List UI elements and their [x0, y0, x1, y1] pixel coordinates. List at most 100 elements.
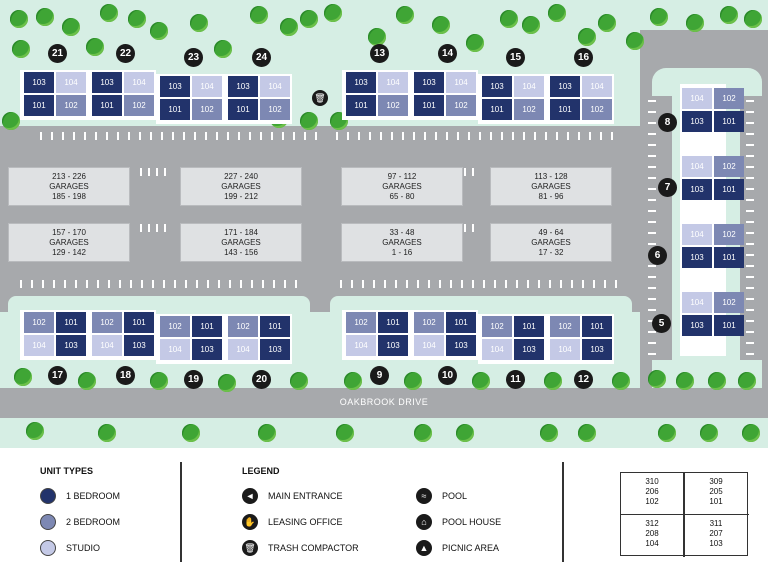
unit-9-103: 103 [378, 335, 408, 356]
unit-18-103: 103 [124, 335, 154, 356]
unit-types-title: UNIT TYPES [40, 466, 94, 476]
parking-stall-line [172, 132, 174, 140]
parking-stall-line [194, 132, 196, 140]
parking-stall-line [600, 132, 602, 140]
unit-16-101: 101 [550, 99, 580, 120]
legend-row: ◄ MAIN ENTRANCE [242, 488, 343, 504]
parking-stall-line [472, 168, 474, 176]
parking-stall-line [746, 309, 754, 311]
unit-type-label: 2 BEDROOM [66, 517, 121, 527]
tree-icon [686, 14, 704, 32]
parking-stall-line [51, 132, 53, 140]
parking-stall-line [648, 276, 656, 278]
unit-22-103: 103 [92, 72, 122, 93]
parking-stall-line [395, 280, 397, 288]
unit-22-102: 102 [124, 95, 154, 116]
legend-label: PICNIC AREA [442, 543, 500, 553]
building-number-7: 7 [658, 178, 677, 197]
parking-stall-line [424, 132, 426, 140]
unit-9-102: 102 [346, 312, 376, 333]
parking-stall-line [205, 132, 207, 140]
building-number-10: 10 [438, 366, 457, 385]
parking-stall-line [240, 280, 242, 288]
parking-stall-line [611, 132, 613, 140]
parking-stall-line [139, 132, 141, 140]
parking-stall-line [457, 132, 459, 140]
parking-stall-line [648, 155, 656, 157]
tree-icon [598, 14, 616, 32]
unit-13-104: 104 [378, 72, 408, 93]
tree-icon [522, 16, 540, 34]
unit-13-101: 101 [346, 95, 376, 116]
tree-icon [540, 424, 558, 442]
unit-23-103: 103 [160, 76, 190, 97]
parking-stall-line [406, 280, 408, 288]
parking-stall-line [84, 132, 86, 140]
trash-icon: 🗑 [242, 540, 258, 556]
parking-stall-line [64, 280, 66, 288]
parking-stall-line [648, 144, 656, 146]
parking-stall-line [117, 132, 119, 140]
tree-icon [300, 112, 318, 130]
parking-stall-line [648, 232, 656, 234]
house-icon: ⌂ [416, 514, 432, 530]
building-number-23: 23 [184, 48, 203, 67]
parking-stall-line [148, 168, 150, 176]
parking-stall-line [648, 188, 656, 190]
unit-14-102: 102 [446, 95, 476, 116]
unit-type-label: STUDIO [66, 543, 101, 553]
tree-icon [280, 18, 298, 36]
building-number-14: 14 [438, 44, 457, 63]
unit-20-101: 101 [260, 316, 290, 337]
unit-13-102: 102 [378, 95, 408, 116]
tree-icon [368, 28, 386, 46]
legend-label: POOL HOUSE [442, 517, 502, 527]
building-number-21: 21 [48, 44, 67, 63]
legend-label: POOL [442, 491, 468, 501]
tree-icon [578, 424, 596, 442]
building-number-22: 22 [116, 44, 135, 63]
parking-stall-line [152, 280, 154, 288]
parking-stall-line [53, 280, 55, 288]
unit-type-row: 1 BEDROOM [40, 488, 120, 504]
parking-stall-line [273, 280, 275, 288]
unit-17-101: 101 [56, 312, 86, 333]
parking-stall-line [746, 243, 754, 245]
building-number-12: 12 [574, 370, 593, 389]
parking-stall-line [648, 265, 656, 267]
unit-10-101: 101 [446, 312, 476, 333]
parking-stall-line [227, 132, 229, 140]
unit-24-102: 102 [260, 99, 290, 120]
tree-icon [658, 424, 676, 442]
parking-stall-line [523, 132, 525, 140]
unit-type-row: 2 BEDROOM [40, 514, 120, 530]
unit-17-102: 102 [24, 312, 54, 333]
parking-stall-line [746, 287, 754, 289]
parking-stall-line [567, 132, 569, 140]
unit-24-101: 101 [228, 99, 258, 120]
tree-icon [548, 4, 566, 22]
parking-stall-line [648, 353, 656, 355]
tree-icon [78, 372, 96, 390]
tree-icon [218, 374, 236, 392]
unit-15-104: 104 [514, 76, 544, 97]
parking-stall-line [435, 132, 437, 140]
legend-panel: UNIT TYPES 1 BEDROOM 2 BEDROOM STUDIO LE… [0, 448, 768, 576]
building-number-9: 9 [370, 366, 389, 385]
parking-stall-line [746, 166, 754, 168]
parking-stall-line [315, 132, 317, 140]
unit-12-101: 101 [582, 316, 612, 337]
tree-icon [650, 8, 668, 26]
legend-row: 🗑 TRASH COMPACTOR [242, 540, 359, 556]
legend-label: TRASH COMPACTOR [268, 543, 359, 553]
unit-8-101: 101 [714, 111, 744, 132]
parking-stall-line [86, 280, 88, 288]
tree-icon [150, 22, 168, 40]
unit-6-103: 103 [682, 247, 712, 268]
tree-icon [396, 6, 414, 24]
parking-stall-line [196, 280, 198, 288]
oakbrook-drive-road [0, 388, 768, 418]
